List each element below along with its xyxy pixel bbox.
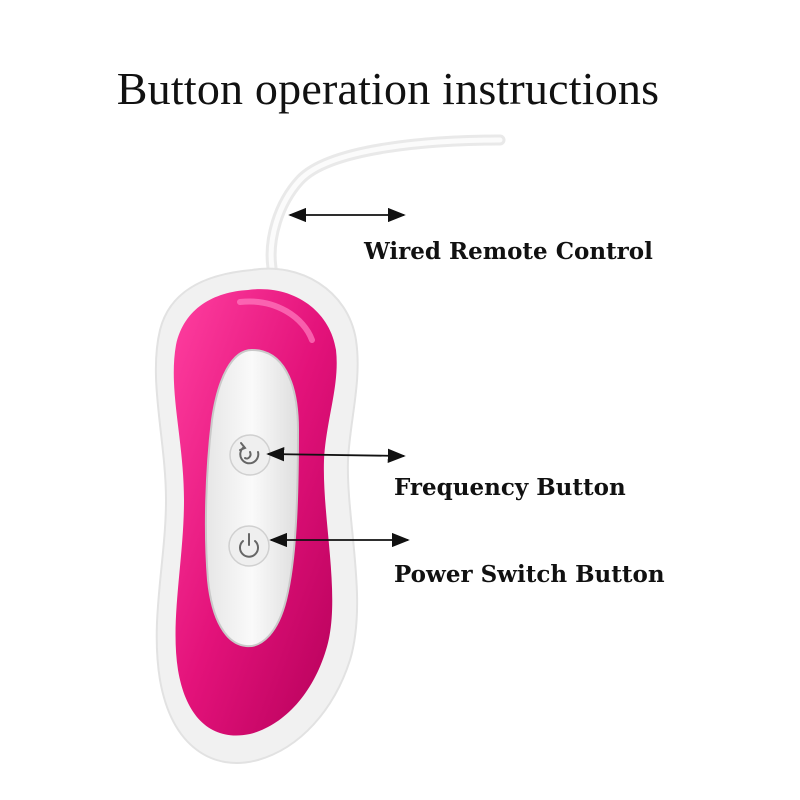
frequency-cycle-icon (239, 442, 260, 465)
wired-remote-label: Wired Remote Control (364, 238, 653, 265)
power-icon (239, 533, 259, 558)
frequency-button[interactable] (229, 434, 271, 476)
frequency-arrow (266, 447, 406, 463)
page-title: Button operation instructions (116, 63, 660, 114)
frequency-button-label: Frequency Button (394, 474, 626, 501)
power-button[interactable] (228, 525, 270, 567)
power-switch-label: Power Switch Button (394, 561, 665, 588)
button-panel (204, 348, 300, 648)
